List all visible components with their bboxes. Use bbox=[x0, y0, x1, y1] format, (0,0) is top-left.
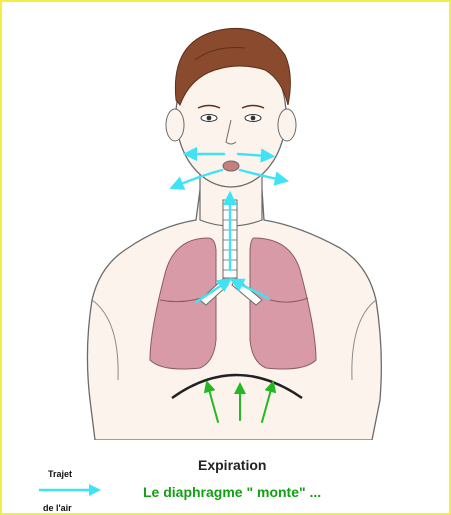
caption-title: Expiration bbox=[198, 457, 266, 473]
cyan-arrow-icon bbox=[37, 482, 103, 498]
legend-label-trajet: Trajet bbox=[48, 469, 72, 479]
head bbox=[166, 28, 296, 187]
legend-label-de-lair: de l'air bbox=[43, 503, 72, 513]
expiration-illustration bbox=[0, 0, 451, 440]
caption-subtitle: Le diaphragme " monte" ... bbox=[143, 484, 321, 500]
